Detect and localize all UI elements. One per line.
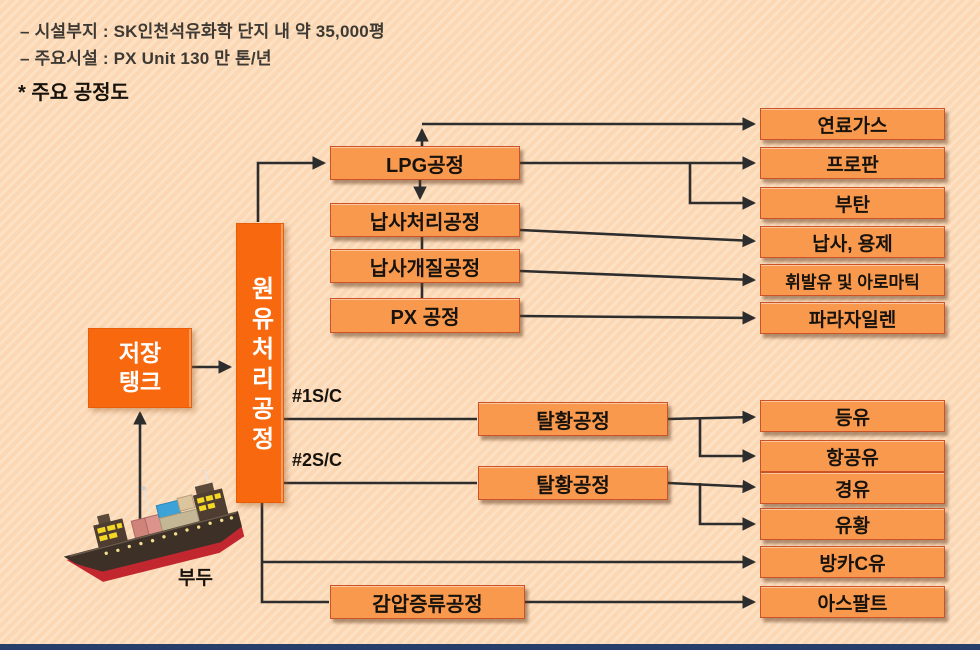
connector-main-to-lpg: [256, 156, 327, 222]
footer-bar: [0, 644, 980, 650]
facility-info-line-2: – 주요시설 : PX Unit 130 만 톤/년: [20, 49, 272, 68]
connector-to-sulfur: [698, 483, 757, 531]
cargo-ship-icon: [63, 470, 245, 582]
process-box-lpg: LPG공정: [330, 146, 520, 180]
process-box-px: PX 공정: [330, 298, 520, 333]
output-box-butane: 부탄: [760, 187, 945, 219]
section-title: * 주요 공정도: [18, 82, 129, 104]
dock-label: 부두: [178, 568, 213, 589]
process-box-vacuum-distillation: 감압증류공정: [330, 585, 525, 619]
output-box-jet-fuel: 항공유: [760, 440, 945, 472]
output-box-kerosene: 등유: [760, 400, 945, 432]
output-box-propane: 프로판: [760, 147, 945, 179]
process-box-naphtha-treating: 납사처리공정: [330, 203, 520, 237]
output-box-diesel: 경유: [760, 472, 945, 504]
output-box-fuel-gas: 연료가스: [760, 108, 945, 140]
connector-to-kerosene: [667, 410, 757, 425]
connector-to-diesel: [667, 479, 757, 494]
process-box-desulfurization-2: 탈황공정: [478, 466, 668, 500]
connector-to-gasoline-aromatics: [519, 269, 757, 287]
connector-to-paraxylene: [519, 311, 757, 325]
process-box-desulfurization-1: 탈황공정: [478, 402, 668, 436]
process-box-naphtha-reforming: 납사개질공정: [330, 249, 520, 283]
output-box-paraxylene: 파라자일렌: [760, 302, 945, 334]
storage-tank-box: 저장 탱크: [88, 328, 192, 408]
output-box-naphtha-solvent: 납사, 용제: [760, 226, 945, 258]
connector-main-to-vacuum: [260, 503, 329, 604]
crude-processing-box: 원유처리공정: [236, 223, 284, 503]
output-box-bunker-c: 방카C유: [760, 546, 945, 578]
site-info-line-1: – 시설부지 : SK인천석유화학 단지 내 약 35,000평: [20, 22, 385, 41]
stream-label-1sc: #1S/C: [292, 386, 343, 406]
connector-to-naphtha-solvent: [519, 228, 757, 248]
stream-label-2sc: #2S/C: [292, 450, 343, 470]
output-box-asphalt: 아스팔트: [760, 586, 945, 618]
connector-to-butane: [688, 163, 757, 210]
output-box-gasoline-aromatics: 휘발유 및 아로마틱: [760, 264, 945, 296]
connector-to-jet-fuel: [698, 419, 757, 463]
output-box-sulfur: 유황: [760, 508, 945, 540]
